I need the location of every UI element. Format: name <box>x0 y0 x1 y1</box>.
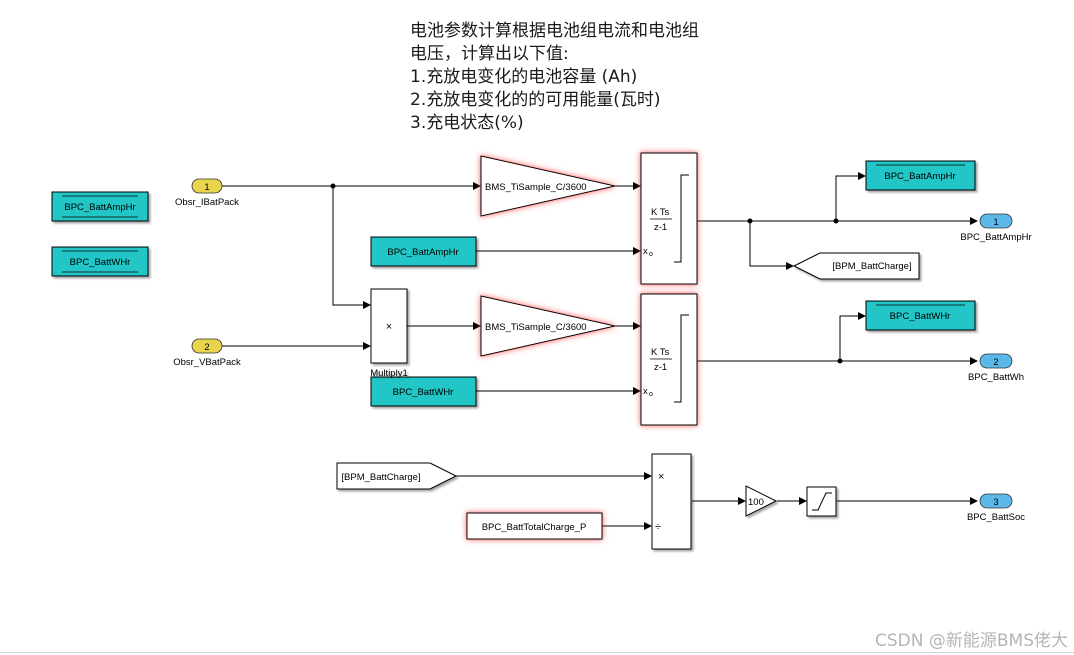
line-to-write-amphr <box>835 172 866 221</box>
annotation-note: 电池参数计算根据电池组电流和电池组 电压，计算出以下值: 1.充放电变化的电池容… <box>410 20 699 135</box>
annotation-line: 电池参数计算根据电池组电流和电池组 <box>410 21 699 41</box>
datastore-read-label: BPC_BattWHr <box>393 387 454 398</box>
inport-1[interactable]: 1 Obsr_IBatPack <box>175 178 239 208</box>
constant-label: BPC_BattTotalCharge_P <box>482 522 587 533</box>
junction-dot <box>330 183 336 189</box>
outport-name: BPC_BattWh <box>968 372 1024 383</box>
inport-name: Obsr_VBatPack <box>173 357 241 368</box>
multiply-symbol: × <box>386 321 392 333</box>
divide-multiply-port: × <box>658 471 664 483</box>
signal-lines <box>222 172 978 530</box>
watermark: CSDN @新能源BMS佬大 <box>875 631 1068 651</box>
gain-block-2[interactable]: BMS_TiSample_C/3600 <box>480 295 616 357</box>
gain-block-1[interactable]: BMS_TiSample_C/3600 <box>480 155 616 217</box>
integrator-init-sub: o <box>649 251 653 258</box>
outport-name: BPC_BattAmpHr <box>960 232 1031 243</box>
from-tag: [BPM_BattCharge] <box>341 472 420 483</box>
annotation-line: 电压，计算出以下值: <box>410 44 569 64</box>
datastore-label: BPC_BattWHr <box>70 257 131 268</box>
gain-100-block[interactable]: 100 <box>745 485 778 517</box>
inport-name: Obsr_IBatPack <box>175 197 239 208</box>
junction-dot <box>833 218 839 224</box>
datastore-memory-whr[interactable]: BPC_BattWHr <box>51 246 149 277</box>
integrator-denominator: z-1 <box>654 362 667 373</box>
integrator-denominator: z-1 <box>654 222 667 233</box>
line-to-goto <box>749 221 794 270</box>
outport-3[interactable]: 3 BPC_BattSoc <box>967 493 1025 523</box>
datastore-label: BPC_BattAmpHr <box>64 202 135 213</box>
multiply-name: Multiply1 <box>370 368 408 379</box>
line-ibat-to-multiply <box>332 186 371 309</box>
annotation-line: 3.充电状态(%) <box>410 113 524 133</box>
outport-number: 1 <box>993 217 998 228</box>
junction-dot <box>747 218 753 224</box>
integrator-init-port: x <box>643 246 648 257</box>
annotation-line: 2.充放电变化的的可用能量(瓦时) <box>410 90 661 110</box>
outport-number: 3 <box>993 497 998 508</box>
gain-label: BMS_TiSample_C/3600 <box>485 322 587 333</box>
datastore-read-label: BPC_BattAmpHr <box>387 247 458 258</box>
divide-divide-port: ÷ <box>655 521 661 533</box>
goto-block[interactable]: [BPM_BattCharge] <box>792 252 920 280</box>
datastore-read-amphr[interactable]: BPC_BattAmpHr <box>370 236 477 267</box>
divide-block[interactable]: × ÷ <box>651 453 692 550</box>
datastore-write-amphr[interactable]: BPC_BattAmpHr <box>865 160 976 191</box>
integrator-init-sub: o <box>649 391 653 398</box>
discrete-integrator-2[interactable]: K Ts z-1 x o <box>640 293 698 426</box>
saturation-icon <box>812 492 832 511</box>
outport-number: 2 <box>993 357 998 368</box>
integrator-numerator: K Ts <box>651 347 670 358</box>
gain-100-label: 100 <box>748 497 764 508</box>
junction-dot <box>837 358 843 364</box>
junction-dots <box>330 183 843 364</box>
inport-number: 1 <box>204 182 209 193</box>
datastore-write-label: BPC_BattAmpHr <box>884 171 955 182</box>
inport-number: 2 <box>204 342 209 353</box>
goto-tag: [BPM_BattCharge] <box>832 261 911 272</box>
outport-2[interactable]: 2 BPC_BattWh <box>968 353 1024 383</box>
inport-2[interactable]: 2 Obsr_VBatPack <box>173 338 241 368</box>
constant-total-charge[interactable]: BPC_BattTotalCharge_P <box>466 512 603 540</box>
from-block[interactable]: [BPM_BattCharge] <box>336 462 458 490</box>
datastore-write-label: BPC_BattWHr <box>890 311 951 322</box>
datastore-write-whr[interactable]: BPC_BattWHr <box>865 300 976 331</box>
outport-name: BPC_BattSoc <box>967 512 1025 523</box>
line-to-write-whr <box>839 312 866 361</box>
outport-1[interactable]: 1 BPC_BattAmpHr <box>960 213 1032 243</box>
annotation-line: 1.充放电变化的电池容量 (Ah) <box>410 67 638 87</box>
gain-label: BMS_TiSample_C/3600 <box>485 182 587 193</box>
integrator-init-port: x <box>643 386 648 397</box>
multiply-block[interactable]: × Multiply1 <box>370 288 408 379</box>
datastore-read-whr[interactable]: BPC_BattWHr <box>370 376 477 407</box>
datastore-memory-amphr[interactable]: BPC_BattAmpHr <box>51 191 149 222</box>
saturation-block[interactable] <box>806 486 837 517</box>
discrete-integrator-1[interactable]: K Ts z-1 x o <box>640 152 698 285</box>
canvas-bottom-divider <box>0 652 1074 653</box>
integrator-numerator: K Ts <box>651 207 670 218</box>
